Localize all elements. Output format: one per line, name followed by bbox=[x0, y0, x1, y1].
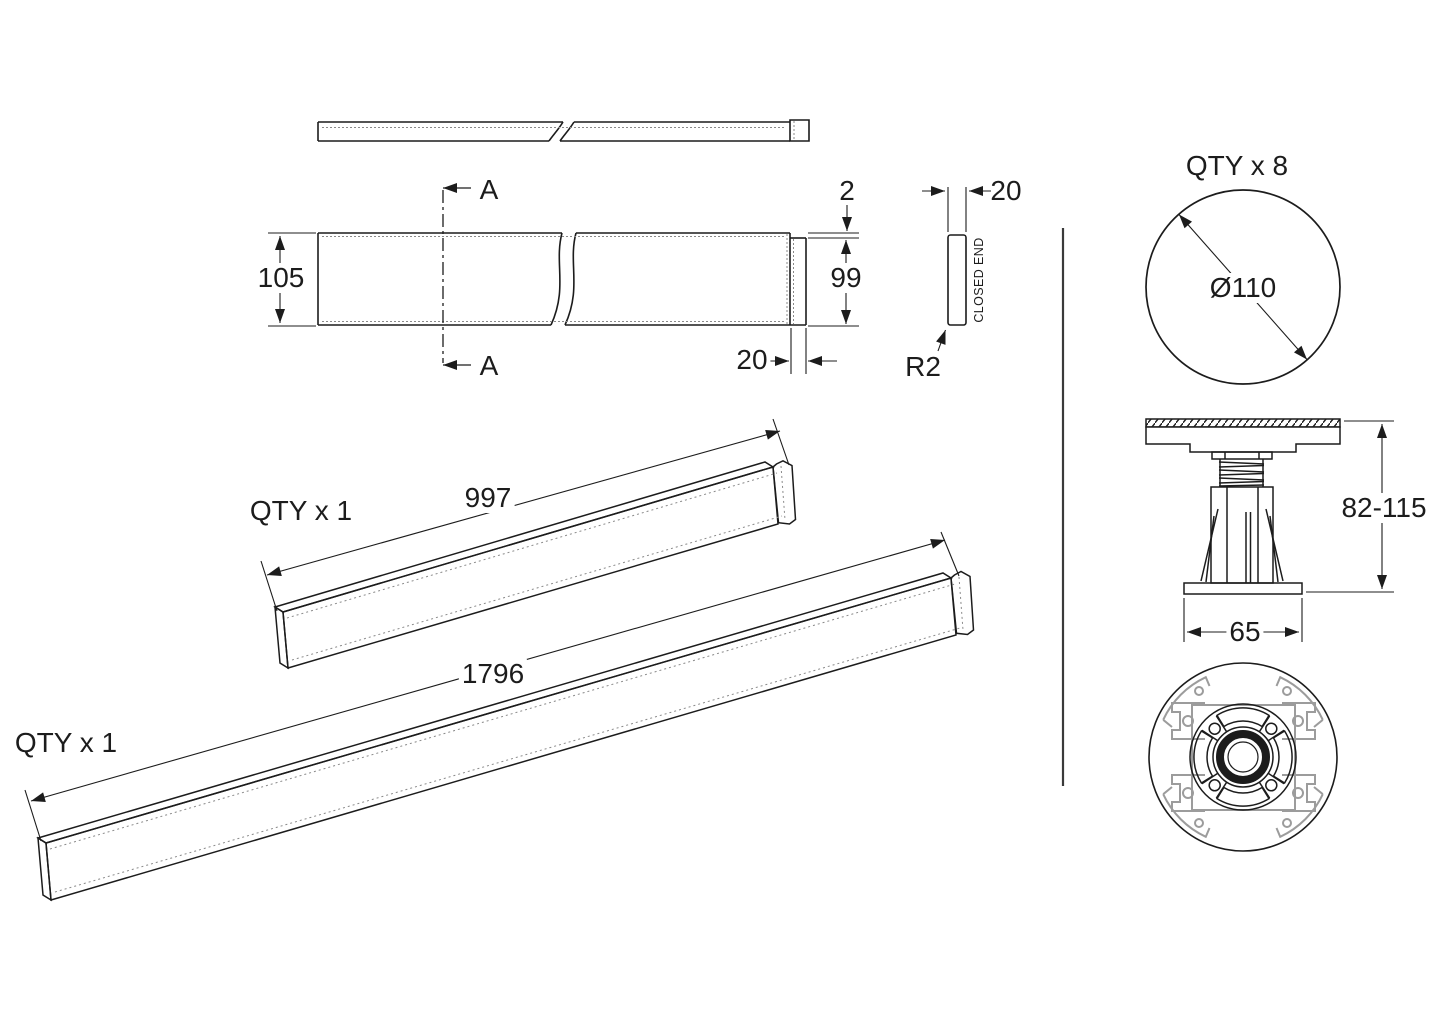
leg-dimensions bbox=[1183, 420, 1394, 642]
long-panel-iso bbox=[36, 570, 975, 902]
end-cap-dimensions bbox=[922, 186, 991, 352]
short-panel-iso bbox=[273, 459, 797, 670]
section-label-bottom: A bbox=[479, 350, 499, 381]
closed-end-note: CLOSED END bbox=[971, 237, 986, 323]
short-panel-qty-label: QTY x 1 bbox=[249, 495, 353, 526]
dim-1796-label: 1796 bbox=[458, 659, 528, 689]
front-elevation bbox=[317, 232, 807, 326]
dim-65-label: 65 bbox=[1226, 617, 1264, 647]
leg-bottom-flange bbox=[1189, 703, 1297, 811]
section-label-top: A bbox=[479, 174, 499, 205]
dim-20-thickness-label: 20 bbox=[990, 175, 1022, 206]
dim-dia110-label: Ø110 bbox=[1206, 273, 1280, 303]
dim-20-end-label: 20 bbox=[733, 345, 771, 375]
section-marker bbox=[442, 183, 471, 370]
dim-997-label: 997 bbox=[461, 483, 515, 513]
leg-bottom-view bbox=[1148, 662, 1338, 852]
end-cap-side-view bbox=[947, 234, 967, 326]
dim-105-label: 105 bbox=[254, 263, 308, 293]
foot-cap-qty-label: QTY x 8 bbox=[1185, 150, 1289, 181]
front-elevation-dimensions bbox=[268, 205, 859, 374]
leg-bottom-gray-details bbox=[1162, 675, 1324, 839]
long-panel-qty-label: QTY x 1 bbox=[14, 727, 118, 758]
dim-82-115-label: 82-115 bbox=[1338, 493, 1430, 523]
dim-99-label: 99 bbox=[827, 263, 865, 293]
dim-2-label: 2 bbox=[839, 175, 855, 206]
leg-side-view bbox=[1145, 418, 1341, 595]
radius-r2-label: R2 bbox=[905, 351, 941, 382]
plan-view bbox=[317, 119, 810, 142]
